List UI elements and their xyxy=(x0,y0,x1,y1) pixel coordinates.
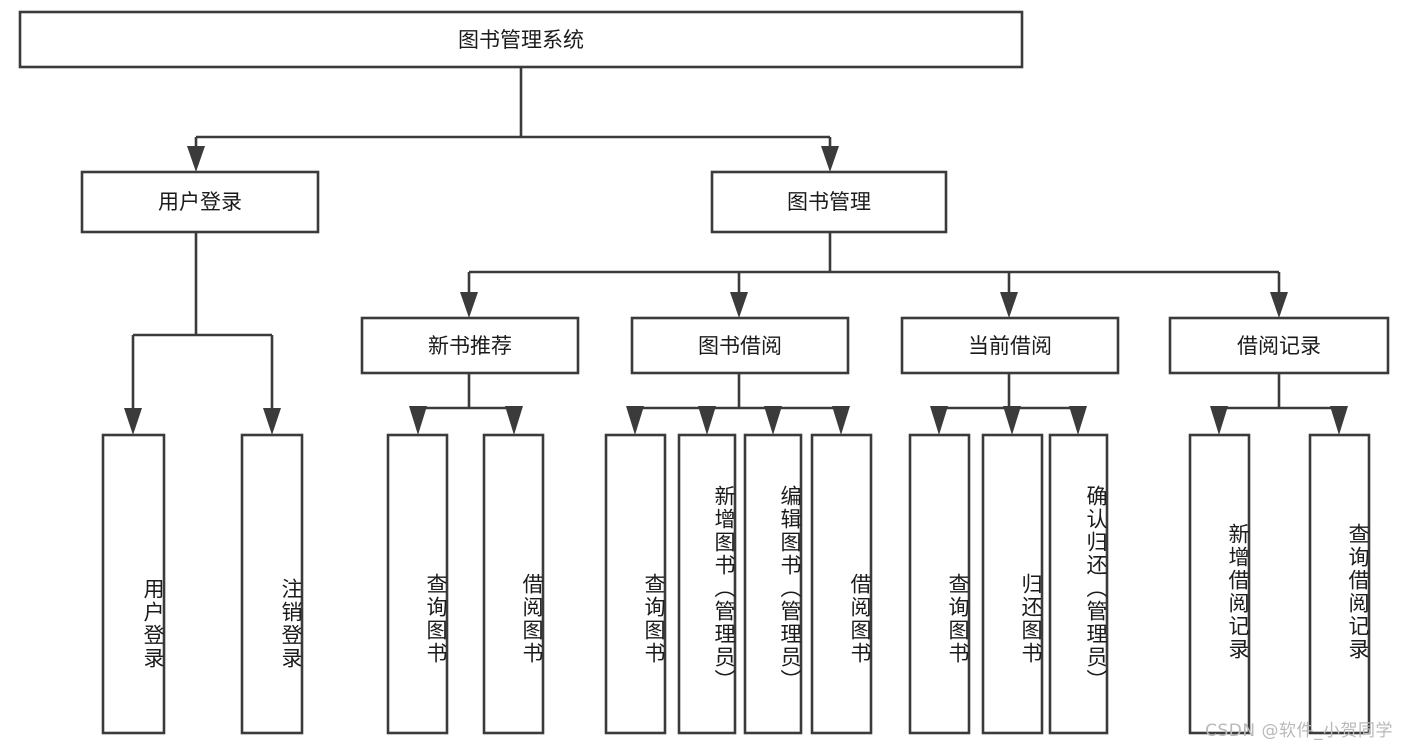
arrowhead-leaf-borrow-book-rec xyxy=(505,406,523,435)
arrowhead-book-manage xyxy=(821,146,839,172)
node-user-login[interactable]: 用户登录 xyxy=(80,170,320,234)
node-current-borrow-rect[interactable] xyxy=(900,316,1120,375)
node-book-borrow-rect[interactable] xyxy=(630,316,850,375)
arrowhead-user-login xyxy=(187,146,205,172)
arrowhead-leaf-query-book-borrow xyxy=(626,406,644,435)
node-leaf-query-book-current-rect[interactable] xyxy=(908,433,971,735)
node-new-book-rec-rect[interactable] xyxy=(360,316,580,375)
node-borrow-record-rect[interactable] xyxy=(1168,316,1390,375)
node-new-book-rec-label: 新书推荐 xyxy=(428,334,512,358)
node-book-borrow-label: 图书借阅 xyxy=(698,334,782,358)
node-leaf-edit-book-admin-rect[interactable] xyxy=(743,433,803,735)
csdn-watermark: CSDN @软件_小贺同学 xyxy=(1205,721,1393,741)
arrowhead-leaf-confirm-return-admin xyxy=(1069,406,1087,435)
node-leaf-add-book-admin-rect[interactable] xyxy=(677,433,737,735)
arrowhead-leaf-query-book-rec xyxy=(409,406,427,435)
connector-layer xyxy=(124,67,1348,435)
node-leaf-user-login-rect[interactable] xyxy=(101,433,166,735)
node-user-login-rect[interactable] xyxy=(80,170,320,234)
arrowhead-leaf-query-borrow-record xyxy=(1330,406,1348,435)
node-root-rect[interactable] xyxy=(18,10,1024,69)
arrowhead-leaf-edit-book-admin xyxy=(764,406,782,435)
node-layer: 图书管理系统 用户登录 图书管理 新书推荐 图书借阅 当前 xyxy=(18,10,1390,735)
node-leaf-confirm-return-admin-rect[interactable] xyxy=(1048,433,1109,735)
node-leaf-borrow-book-rec-rect[interactable] xyxy=(482,433,545,735)
node-root-label: 图书管理系统 xyxy=(458,28,584,52)
node-leaf-return-book-rect[interactable] xyxy=(981,433,1044,735)
arrowhead-leaf-query-book-current xyxy=(930,406,948,435)
node-leaf-add-borrow-record-rect[interactable] xyxy=(1188,433,1251,735)
node-book-manage[interactable]: 图书管理 xyxy=(710,170,948,234)
arrowhead-current-borrow xyxy=(1000,292,1018,318)
node-borrow-record-label: 借阅记录 xyxy=(1237,334,1321,358)
node-current-borrow-label: 当前借阅 xyxy=(968,334,1052,358)
node-borrow-record[interactable]: 借阅记录 xyxy=(1168,316,1390,375)
arrowhead-leaf-add-book-admin xyxy=(698,406,716,435)
node-current-borrow[interactable]: 当前借阅 xyxy=(900,316,1120,375)
node-leaf-borrow-book-rect[interactable] xyxy=(810,433,873,735)
arrowhead-book-borrow xyxy=(730,292,748,318)
arrowhead-leaf-user-logout xyxy=(263,408,281,435)
node-leaf-query-book-rec-rect[interactable] xyxy=(386,433,449,735)
node-book-borrow[interactable]: 图书借阅 xyxy=(630,316,850,375)
arrowhead-leaf-add-borrow-record xyxy=(1210,406,1228,435)
node-user-login-label: 用户登录 xyxy=(158,190,242,214)
arrowhead-leaf-borrow-book xyxy=(832,406,850,435)
node-book-manage-label: 图书管理 xyxy=(787,190,871,214)
arrowhead-leaf-user-login xyxy=(124,408,142,435)
arrowhead-borrow-record xyxy=(1270,292,1288,318)
node-leaf-query-borrow-record-rect[interactable] xyxy=(1308,433,1371,735)
node-root[interactable]: 图书管理系统 xyxy=(18,10,1024,69)
node-new-book-rec[interactable]: 新书推荐 xyxy=(360,316,580,375)
arrowhead-leaf-return-book xyxy=(1003,406,1021,435)
node-book-manage-rect[interactable] xyxy=(710,170,948,234)
node-leaf-user-logout-rect[interactable] xyxy=(240,433,304,735)
arrowhead-new-book-rec xyxy=(460,292,478,318)
node-leaf-query-book-borrow-rect[interactable] xyxy=(604,433,667,735)
